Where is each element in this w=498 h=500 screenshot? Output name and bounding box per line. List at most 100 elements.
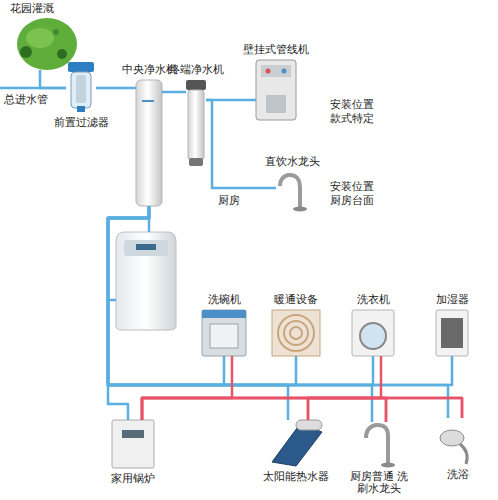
softener-image xyxy=(108,218,176,330)
boiler-body xyxy=(112,420,154,468)
water-pipe xyxy=(108,206,452,385)
device-label: 加湿器 xyxy=(436,294,469,306)
drinking-faucet-image xyxy=(280,175,307,212)
water-pipe xyxy=(108,206,296,385)
heating-coil xyxy=(278,315,314,351)
water-pipe xyxy=(40,70,66,88)
central-purifier-image xyxy=(136,80,162,206)
device-label: 家用锅炉 xyxy=(111,473,155,485)
hot-water-pipe xyxy=(308,398,386,422)
garden-image xyxy=(17,18,77,70)
heating-coil xyxy=(284,321,308,345)
filter-bowl xyxy=(71,72,91,108)
garden-box: 花园灌溉 xyxy=(15,18,77,70)
water-pipe xyxy=(108,206,224,385)
device-label: 前置过滤器 xyxy=(54,117,109,129)
device-label: 直饮水龙头 xyxy=(265,156,320,168)
water-pipe xyxy=(108,206,373,385)
dishwasher-image xyxy=(202,310,246,356)
appliance-box: 加湿器 xyxy=(436,310,468,356)
dishwasher-door xyxy=(210,324,238,348)
grass-patch xyxy=(17,18,77,70)
dispenser-tray xyxy=(266,95,286,113)
humidifier-grille xyxy=(441,318,463,348)
heater-box: 太阳能热水器 xyxy=(270,420,322,466)
shower-handle xyxy=(460,444,467,464)
solar-tank xyxy=(296,420,322,430)
softener-outlet xyxy=(108,299,116,302)
water-pipe xyxy=(108,206,288,420)
filter-valve xyxy=(77,106,85,112)
dishwasher-body xyxy=(202,310,246,356)
pre-filter-box: 前置过滤器 xyxy=(66,62,96,112)
filter-cartridge xyxy=(76,75,86,103)
faucet-base xyxy=(381,463,395,468)
shrub xyxy=(53,29,59,35)
boiler-image xyxy=(112,420,154,468)
washer-image xyxy=(352,310,394,356)
device-label: 花园灌溉 xyxy=(10,3,54,15)
hot-water-pipe xyxy=(308,398,462,420)
terminal-tank xyxy=(188,90,204,160)
water-pipe xyxy=(108,206,149,420)
inlet-pipe xyxy=(0,87,66,90)
heater-box: 家用锅炉 xyxy=(112,420,154,468)
purifier-box: 终端净水机 xyxy=(186,80,206,166)
boiler-screen xyxy=(122,430,144,438)
annotation-label: 总进水管 xyxy=(4,93,48,107)
water-pipe xyxy=(96,87,136,90)
dispenser-body xyxy=(256,60,296,120)
appliance-box: 洗衣机 xyxy=(352,310,394,356)
kitchen-faucet-image xyxy=(366,425,395,468)
water-pipe xyxy=(108,206,372,422)
hot-water-pipe xyxy=(142,398,462,420)
wall-dispenser-image xyxy=(256,60,296,120)
hot-water-pipe xyxy=(142,398,386,422)
shower-image xyxy=(440,430,467,464)
water-pipe xyxy=(108,206,448,418)
shrub xyxy=(20,46,32,58)
faucet-box: 直饮水龙头 xyxy=(276,172,308,212)
terminal-head xyxy=(186,80,206,90)
brand-mark xyxy=(142,100,154,102)
faucet-spout xyxy=(280,175,300,208)
purifier-tank xyxy=(136,80,162,206)
device-label: 中央净水机 xyxy=(122,64,177,76)
water-pipe xyxy=(162,91,186,94)
softener-panel xyxy=(124,240,168,256)
grass-highlight xyxy=(26,28,54,48)
faucet-base xyxy=(293,207,307,212)
terminal-base xyxy=(189,158,203,166)
device-label: 厨房普通 洗刷水龙头 xyxy=(349,471,409,495)
water-pipe xyxy=(206,99,256,102)
softener-screen xyxy=(136,244,156,250)
annotation-label: 安装位置 款式特定 xyxy=(330,98,380,126)
device-label: 太阳能热水器 xyxy=(263,471,329,483)
dispenser-box: 壁挂式管线机 xyxy=(256,60,296,120)
faucet-spout xyxy=(366,425,388,464)
hot-water-pipe xyxy=(142,356,381,420)
humidifier-body xyxy=(436,310,468,356)
washer-door xyxy=(360,323,386,349)
humidifier-image xyxy=(436,310,468,356)
appliance-box: 洗碗机 xyxy=(202,310,246,356)
solar-heater-image xyxy=(272,420,322,466)
faucet-box: 厨房普通 洗刷水龙头 xyxy=(362,422,396,466)
hot-water-pipe xyxy=(142,356,232,420)
hvac-image xyxy=(272,310,320,356)
appliance-box: 暖通设备 xyxy=(272,310,320,356)
pre-filter-image xyxy=(68,62,94,112)
annotation-label: 安装位置 厨房台面 xyxy=(330,180,380,208)
device-label: 终端净水机 xyxy=(169,64,224,76)
dishwasher-top xyxy=(202,310,246,318)
softener-body xyxy=(116,232,176,330)
cold-button xyxy=(282,69,287,74)
softener-inlet xyxy=(148,218,151,232)
dispenser-panel xyxy=(261,65,291,77)
shrub xyxy=(57,49,67,59)
hot-button xyxy=(266,69,271,74)
purifier-box: 中央净水机 xyxy=(136,80,162,206)
device-label: 壁挂式管线机 xyxy=(243,44,309,56)
